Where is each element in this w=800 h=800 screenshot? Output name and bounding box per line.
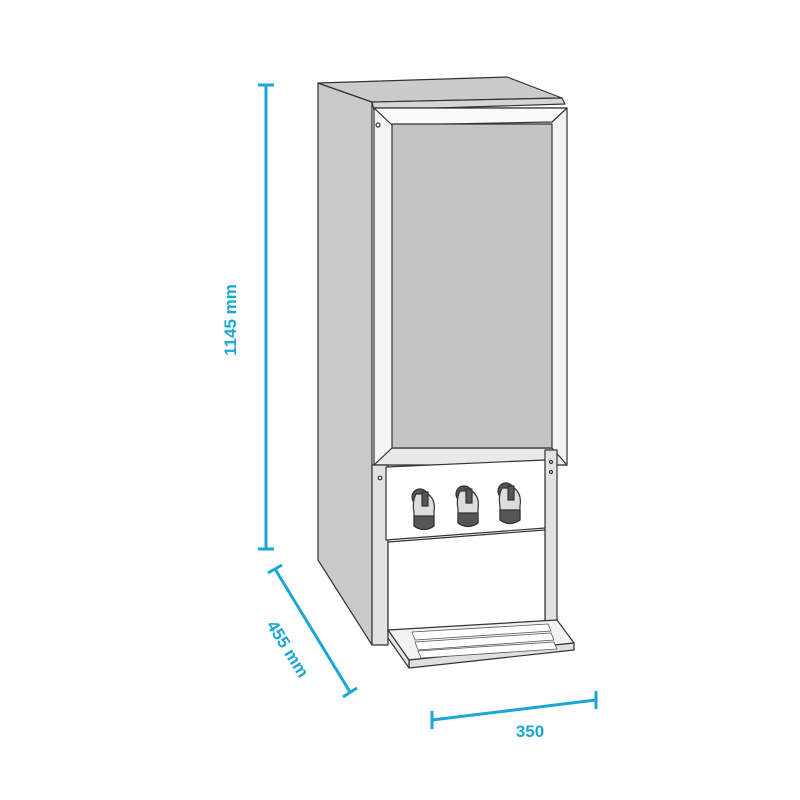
lower-recess [387,529,546,633]
tap-1[interactable] [411,488,435,531]
width-dimension [430,691,598,729]
width-label: 350 [516,722,544,741]
depth-dimension [267,563,358,699]
height-dimension [258,83,274,551]
tap-3[interactable] [497,482,521,525]
tap-2[interactable] [455,485,479,528]
drip-tray [387,619,575,669]
right-post [544,449,558,626]
dispenser [317,76,575,669]
depth-label: 455 mm [263,617,313,681]
side-panel [317,82,373,646]
height-label: 1145 mm [221,284,240,356]
top-lip [371,97,566,111]
door-window [391,123,553,449]
